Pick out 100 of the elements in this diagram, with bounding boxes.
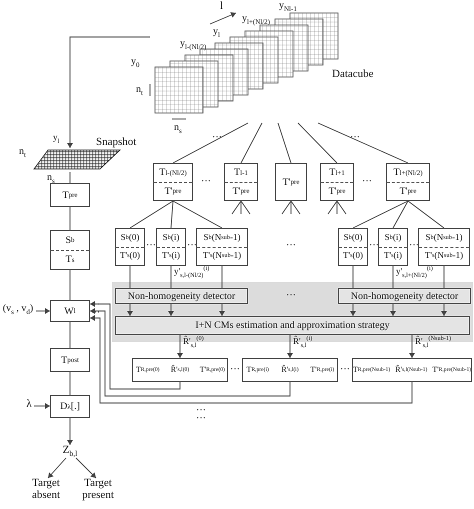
vector-label: y$_{l-(Nl/2)}$ <box>180 38 206 49</box>
connector-line <box>298 122 338 164</box>
process-box <box>153 163 193 201</box>
process-box <box>418 228 470 266</box>
connector-line <box>290 200 292 214</box>
connector-line <box>328 200 338 214</box>
arrow <box>287 334 293 358</box>
arrow <box>67 418 73 446</box>
process-box <box>224 163 258 201</box>
process-box <box>386 163 430 201</box>
ellipsis: ··· <box>91 308 100 318</box>
connector-line <box>240 200 242 214</box>
ellipsis: ··· <box>350 132 360 143</box>
ellipsis: ··· <box>201 176 211 187</box>
caption-text: Snapshot <box>96 136 136 148</box>
vector-label: y$_{l}$ <box>213 26 220 37</box>
formula-text: Z$_{b,l}$ <box>56 445 84 458</box>
connector-line <box>318 122 408 164</box>
arrow <box>409 334 415 358</box>
connector-line <box>392 266 394 288</box>
ellipsis: ··· <box>409 240 419 251</box>
connector-line <box>278 122 292 164</box>
formula-text: (v$_{s}$ , v$_{d}$) <box>0 304 36 318</box>
connector-line <box>170 266 172 288</box>
connector-line <box>240 122 262 164</box>
arrow <box>127 304 133 316</box>
process-box <box>50 300 90 322</box>
box-label: I+N CMs estimation and approximation strategy <box>194 319 391 333</box>
dimension-label: n$_{t}$ <box>136 84 143 95</box>
connector-line <box>172 200 222 228</box>
panel-background <box>112 282 473 342</box>
box-label: Non-homogeneity detector <box>126 290 236 303</box>
direction-label: l <box>220 0 224 12</box>
vector-label: y$_{l+(Nl/2)}$ <box>242 13 270 24</box>
connector-line <box>290 200 300 214</box>
ellipsis: ··· <box>187 240 197 251</box>
arrow <box>90 301 180 390</box>
arrow <box>34 403 50 409</box>
connector-line <box>240 200 250 214</box>
ellipsis: ··· <box>362 176 372 187</box>
arrow <box>90 308 290 396</box>
ellipsis: ··· <box>286 240 296 251</box>
strategy-box <box>115 316 470 335</box>
detector-box <box>115 288 248 304</box>
process-box <box>50 183 90 207</box>
arrow <box>76 458 96 478</box>
ellipsis: ··· <box>196 413 206 424</box>
process-box <box>320 163 354 201</box>
process-box <box>378 228 408 266</box>
arrow <box>177 334 183 358</box>
arrow <box>350 304 356 316</box>
process-box <box>352 358 472 382</box>
ellipsis: ··· <box>230 364 240 375</box>
detector-box <box>338 288 471 304</box>
connector-line <box>130 200 174 228</box>
arrow <box>90 315 412 404</box>
process-box <box>50 395 90 418</box>
process-box <box>196 228 248 266</box>
arrow <box>441 304 447 316</box>
process-box <box>338 228 368 266</box>
ellipsis: ··· <box>340 364 350 375</box>
process-box <box>275 163 307 201</box>
connector-line <box>170 200 174 228</box>
process-box <box>50 348 90 372</box>
connector-line <box>408 200 444 228</box>
connector-line <box>336 200 338 214</box>
ellipsis: ··· <box>196 405 206 416</box>
vector-label: y$_{Nl-1}$ <box>279 0 297 11</box>
arrow <box>168 304 174 316</box>
box-label: Non-homogeneity detector <box>350 290 460 303</box>
arrow <box>67 36 150 148</box>
vector-label: y$_{0}$ <box>131 56 140 67</box>
outcome-text: Target absent <box>26 478 66 504</box>
ellipsis: ··· <box>369 240 379 251</box>
ellipsis: ··· <box>212 132 222 143</box>
connector-line <box>282 200 292 214</box>
formula-text: λ <box>24 399 34 413</box>
dimension-label: n$_{t}$ <box>19 146 26 157</box>
caption-text: Datacube <box>332 68 374 80</box>
arrow <box>390 304 396 316</box>
process-box <box>50 230 90 270</box>
ellipsis: ··· <box>146 240 156 251</box>
dimension-label: n$_{s}$ <box>47 172 55 183</box>
arrow <box>36 308 50 314</box>
process-box <box>242 358 338 382</box>
process-box <box>132 358 228 382</box>
connector-line <box>392 200 408 228</box>
connector-line <box>352 266 354 288</box>
edge-label: y$_{l}$ <box>53 133 60 143</box>
connector-line <box>172 122 248 164</box>
arrow <box>48 458 66 478</box>
ellipsis: ··· <box>286 290 296 301</box>
process-box <box>156 228 186 266</box>
process-box <box>115 228 145 266</box>
dimension-label: n$_{s}$ <box>174 122 182 133</box>
outcome-text: Target present <box>74 478 122 504</box>
ellipsis: ··· <box>91 300 100 310</box>
connector-line <box>352 200 408 228</box>
connector-line <box>336 200 346 214</box>
arrow <box>219 304 225 316</box>
